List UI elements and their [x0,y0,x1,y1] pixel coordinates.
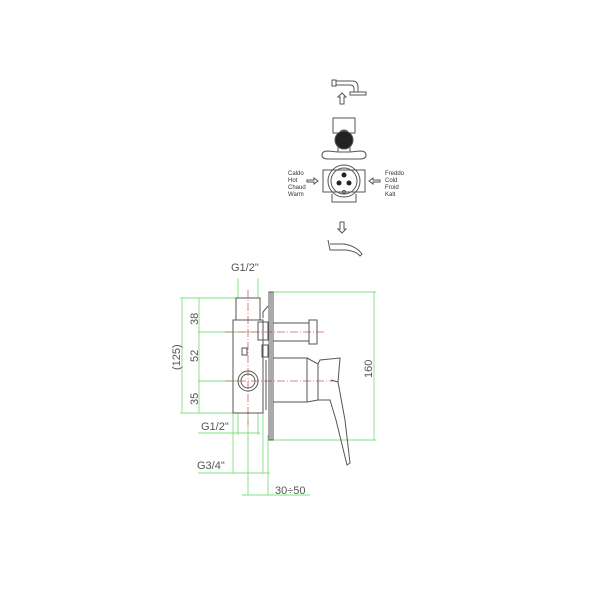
label-froid: Froid [385,185,399,191]
arrow-left-icon [368,177,381,185]
center-lines [225,290,335,425]
arrow-up-icon [336,92,348,105]
label-freddo: Freddo [385,171,405,177]
label-warm: Warm [288,192,304,198]
hot-water-labels: Caldo Hot Chaud Warm [288,171,306,198]
spout-icon [327,239,363,257]
bottom-connection-1-label: G1/2" [201,421,229,433]
middle-dim-label: 52 [189,350,201,362]
diverter-knob [272,319,318,345]
side-elevation: G1/2" (125) 38 52 35 160 G1/2" G3/4" 30÷… [171,262,376,497]
label-caldo: Caldo [288,171,304,177]
top-connection-label: G1/2" [231,262,259,274]
arrow-right-icon [306,177,319,185]
label-hot: Hot [288,178,298,184]
dimension-labels: G1/2" (125) 38 52 35 160 G1/2" G3/4" 30÷… [171,262,375,497]
cold-water-labels: Freddo Cold Froid Kalt [385,171,405,198]
label-cold: Cold [385,178,397,184]
bottom-connection-2-label: G3/4" [197,460,225,472]
dimension-lines [180,278,376,496]
depth-range-label: 30÷50 [275,485,306,497]
valve-body [232,297,269,414]
total-height-label: (125) [171,344,183,370]
label-chaud: Chaud [288,185,306,191]
lower-dim-label: 35 [189,393,201,405]
flow-schematic: Caldo Hot Chaud Warm Freddo Cold Froid K… [288,79,405,257]
label-kalt: Kalt [385,192,396,198]
shower-head-icon [331,79,367,96]
wall-plate [268,291,274,441]
upper-dim-label: 38 [189,313,201,325]
lever-handle [272,357,351,466]
mixer-body-icon [321,117,367,203]
arrow-down-icon [336,221,348,234]
plate-height-label: 160 [363,360,375,378]
